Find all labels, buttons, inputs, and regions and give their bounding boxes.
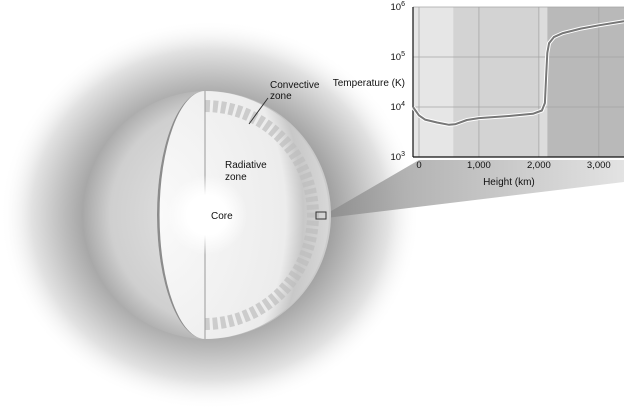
x-tick-label: 3,000 [587,160,611,171]
y-tick-label: 106 [391,1,406,13]
y-tick-label: 103 [391,151,406,163]
convective-leader-line [248,97,269,125]
zoom-beam [326,160,624,218]
y-tick-label: 105 [391,51,406,63]
x-tick-label: 2,000 [527,160,551,171]
x-axis-label: Height (km) [483,177,535,188]
chart-band [547,7,624,157]
label-core: Core [211,211,233,222]
label-convective-line1: Convective [270,80,320,91]
chart-band [538,7,548,157]
label-radiative-line1: Radiative [225,160,267,171]
y-tick-label: 104 [391,101,406,113]
label-convective-line2: zone [270,91,292,102]
temperature-curve [412,20,624,126]
x-tick-label: 0 [416,160,421,171]
label-radiative-line2: zone [225,172,247,183]
zoom-box-marker [315,211,327,220]
y-axis-label: Temperature (K) [333,78,405,89]
core [167,175,247,255]
chart-band [453,7,539,157]
chart-band [413,7,454,157]
x-tick-label: 1,000 [467,160,491,171]
